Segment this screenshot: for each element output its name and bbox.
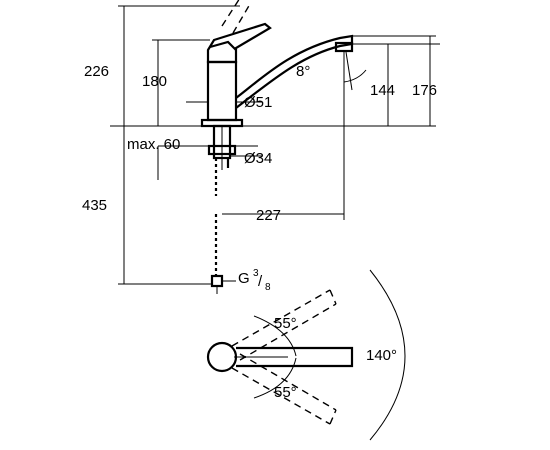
label-swivel-right: 55° bbox=[274, 384, 297, 401]
aerator bbox=[334, 41, 354, 53]
label-outlet-angle: 8° bbox=[296, 63, 310, 80]
spout bbox=[235, 34, 354, 109]
top-view: 55° 55° 140° bbox=[206, 269, 406, 441]
body-top-circle bbox=[206, 341, 238, 373]
spout-swivel-up bbox=[231, 289, 337, 361]
outlet-angle-line bbox=[345, 51, 353, 91]
label-spout-height: 180 bbox=[142, 73, 167, 90]
faucet-body bbox=[206, 60, 238, 122]
side-view: 226 180 8° 144 176 Ø51 max. 60 Ø34 435 2… bbox=[82, 0, 440, 294]
outlet-angle-arc bbox=[343, 69, 367, 83]
hose-fitting bbox=[210, 274, 224, 288]
label-connection-thread: G 3 / 8 bbox=[238, 268, 271, 293]
spout-swivel-down bbox=[231, 353, 337, 425]
label-swivel-left: 55° bbox=[274, 315, 297, 332]
label-max-deck: max. 60 bbox=[127, 136, 180, 153]
label-total-rise: 176 bbox=[412, 82, 437, 99]
connection-slash: / bbox=[258, 273, 263, 290]
label-total-height: 226 bbox=[84, 63, 109, 80]
label-hose-length: 435 bbox=[82, 197, 107, 214]
lever-handle bbox=[206, 22, 272, 64]
handle-cap bbox=[209, 40, 237, 51]
handle-raised-outline bbox=[221, 0, 251, 34]
connection-letter: G bbox=[238, 270, 250, 287]
label-body-diameter: Ø51 bbox=[244, 94, 272, 111]
label-hole-diameter: Ø34 bbox=[244, 150, 272, 167]
label-swivel-total: 140° bbox=[366, 347, 397, 364]
label-outlet-height: 144 bbox=[370, 82, 395, 99]
connection-numerator: 3 bbox=[253, 268, 259, 279]
label-spout-reach: 227 bbox=[256, 207, 281, 224]
swivel-arc-left bbox=[253, 315, 297, 357]
swivel-arc-total bbox=[369, 269, 406, 441]
connection-denominator: 8 bbox=[265, 282, 271, 293]
swivel-arc-right bbox=[253, 357, 297, 399]
